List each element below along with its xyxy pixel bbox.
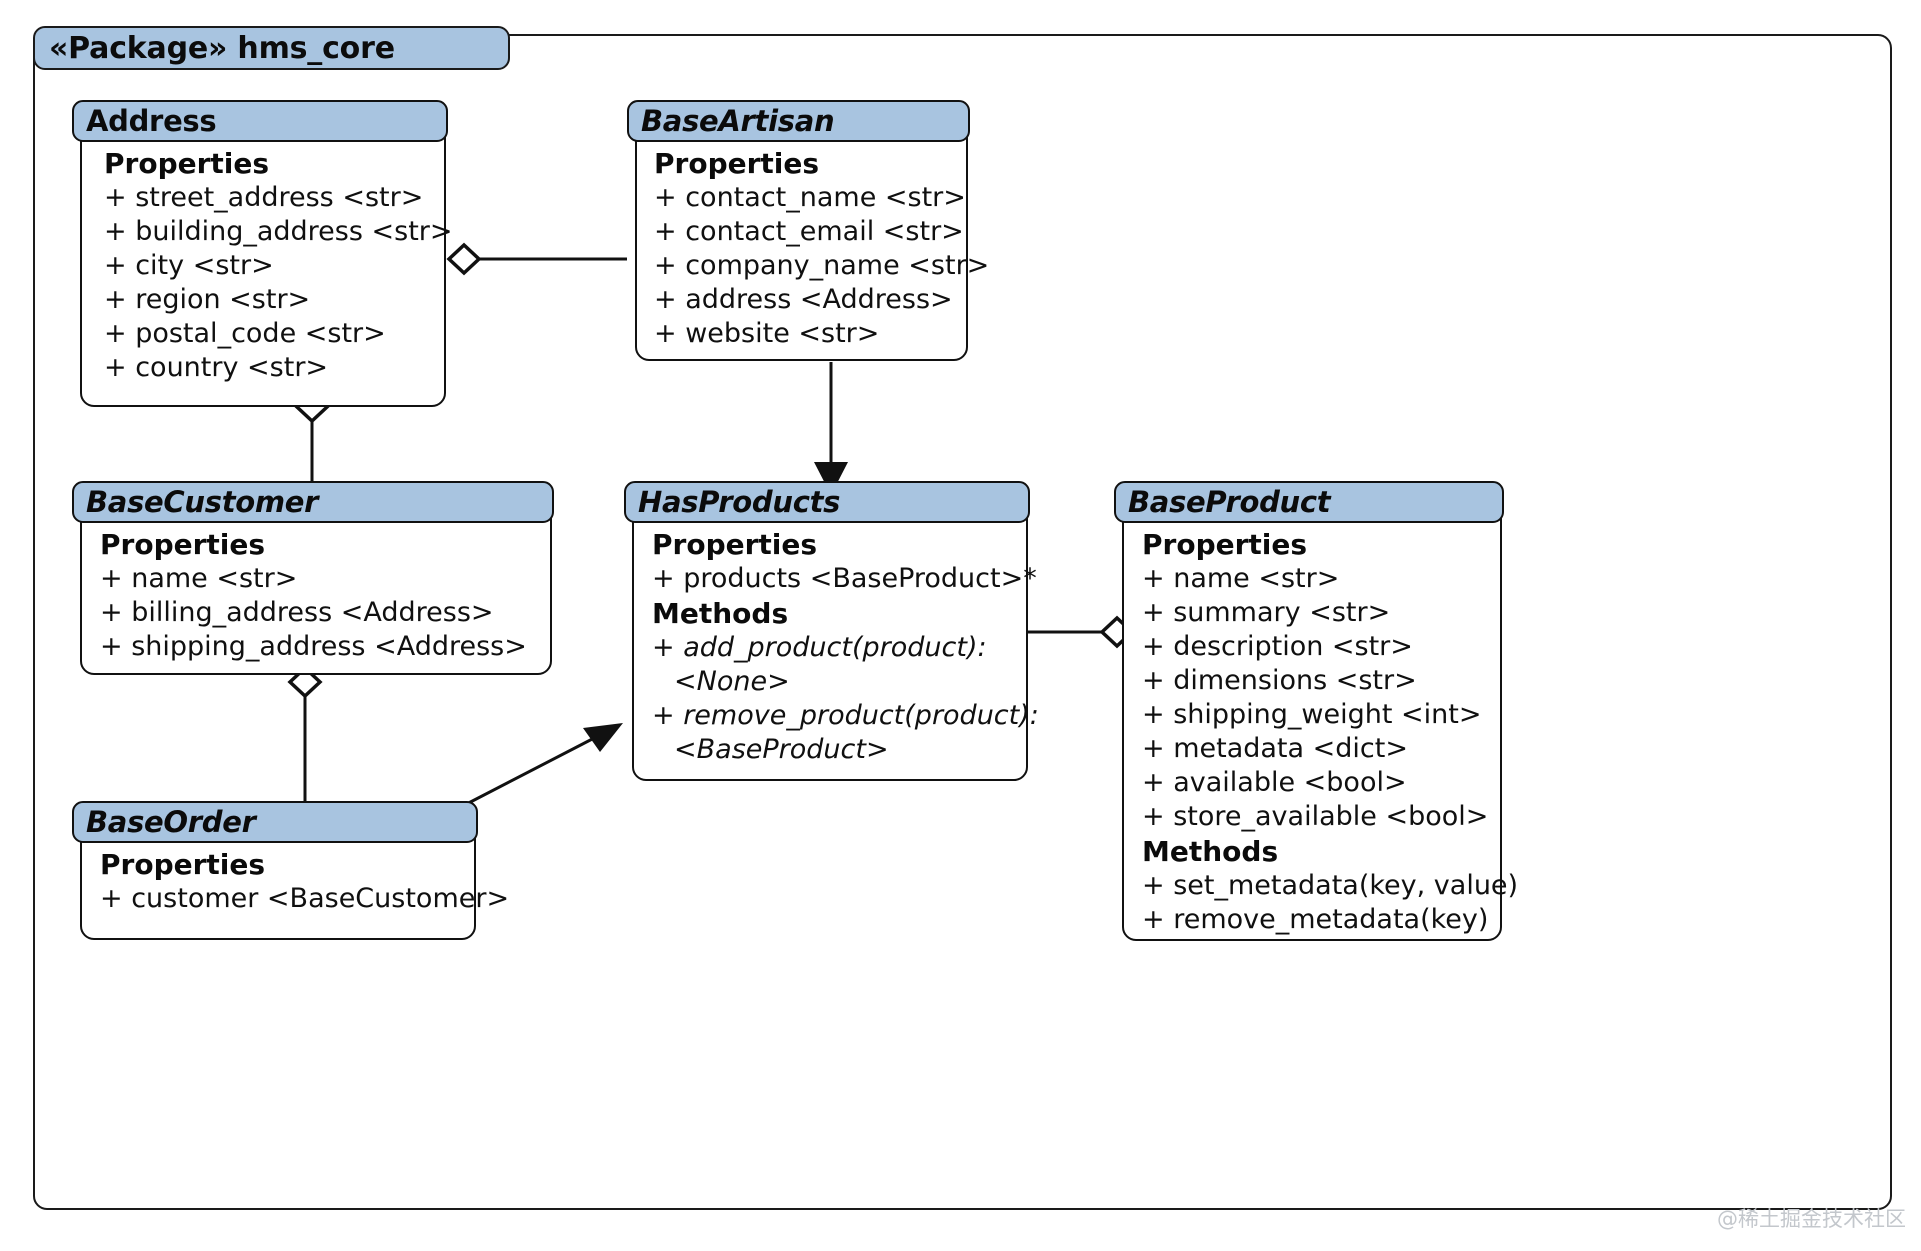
member-item: + city <str> bbox=[104, 250, 274, 281]
member-item: + remove_metadata(key) bbox=[1142, 904, 1489, 935]
class-baseartisan-content: Properties + contact_name <str> + contac… bbox=[654, 146, 990, 351]
arrowhead-hasproducts-from-order bbox=[583, 723, 623, 752]
member-item: + store_available <bool> bbox=[1142, 801, 1489, 832]
class-baseorder-name: BaseOrder bbox=[86, 805, 256, 839]
class-baseproduct-box bbox=[1122, 500, 1502, 941]
class-baseartisan-header: BaseArtisan bbox=[627, 100, 970, 142]
aggregation-diamond-customer-order bbox=[287, 665, 323, 699]
class-hasproducts-header: HasProducts bbox=[624, 481, 1030, 523]
package-tab: «Package» hms_core bbox=[33, 26, 510, 70]
section-title-properties: Properties bbox=[654, 147, 820, 180]
member-item: + shipping_weight <int> bbox=[1142, 699, 1482, 730]
section-title-methods: Methods bbox=[1142, 835, 1279, 868]
member-item: + billing_address <Address> bbox=[100, 597, 494, 628]
class-hasproducts-box bbox=[632, 500, 1028, 781]
section-title-properties: Properties bbox=[1142, 528, 1308, 561]
class-hasproducts-content: Properties + products <BaseProduct>* Met… bbox=[652, 527, 1039, 767]
member-item: + address <Address> bbox=[654, 284, 953, 315]
section-title-properties: Properties bbox=[652, 528, 818, 561]
class-basecustomer-content: Properties + name <str> + billing_addres… bbox=[100, 527, 550, 664]
member-item: + company_name <str> bbox=[654, 250, 990, 281]
class-baseproduct-content: Properties + name <str> + summary <str> … bbox=[1142, 527, 1519, 937]
member-item: + name <str> bbox=[1142, 563, 1340, 594]
package-frame bbox=[33, 34, 1892, 1210]
class-hasproducts-name: HasProducts bbox=[638, 485, 841, 519]
class-baseartisan-name: BaseArtisan bbox=[641, 104, 835, 138]
member-item: + street_address <str> bbox=[104, 182, 424, 213]
class-address-name: Address bbox=[86, 104, 217, 138]
member-item: + metadata <dict> bbox=[1142, 733, 1408, 764]
member-item: + add_product(product): bbox=[652, 632, 987, 663]
class-address-header: Address bbox=[72, 100, 448, 142]
member-item: + customer <BaseCustomer> bbox=[100, 883, 510, 914]
section-title-methods: Methods bbox=[652, 597, 789, 630]
package-title: «Package» hms_core bbox=[49, 30, 395, 66]
class-address-content: Properties + street_address <str> + buil… bbox=[104, 146, 453, 385]
member-item: + contact_name <str> bbox=[654, 182, 966, 213]
member-item: + name <str> bbox=[100, 563, 298, 594]
class-baseartisan-box bbox=[635, 118, 968, 361]
watermark: @稀土掘金技术社区 bbox=[1717, 1207, 1906, 1231]
class-basecustomer-header: BaseCustomer bbox=[72, 481, 554, 523]
member-item: + set_metadata(key, value) bbox=[1142, 870, 1519, 901]
member-item: + remove_product(product): bbox=[652, 700, 1039, 731]
member-item: + region <str> bbox=[104, 284, 311, 315]
member-item: + contact_email <str> bbox=[654, 216, 964, 247]
member-item: + description <str> bbox=[1142, 631, 1413, 662]
member-item: + shipping_address <Address> bbox=[100, 631, 527, 662]
member-item: + summary <str> bbox=[1142, 597, 1391, 628]
member-item: + country <str> bbox=[104, 352, 329, 383]
member-item: + building_address <str> bbox=[104, 216, 453, 247]
member-item: + website <str> bbox=[654, 318, 880, 349]
section-title-properties: Properties bbox=[100, 528, 266, 561]
connector-baseorder-hasproducts bbox=[454, 733, 601, 812]
member-item: + products <BaseProduct>* bbox=[652, 563, 1037, 594]
member-item: <BaseProduct> bbox=[674, 734, 889, 765]
arrowhead-hasproducts-from-artisan bbox=[814, 462, 848, 495]
section-title-properties: Properties bbox=[100, 848, 266, 881]
class-basecustomer-name: BaseCustomer bbox=[86, 485, 319, 519]
member-item: + dimensions <str> bbox=[1142, 665, 1417, 696]
member-item: <None> bbox=[674, 666, 790, 697]
section-title-properties: Properties bbox=[104, 147, 270, 180]
aggregation-diamond-baseartisan bbox=[446, 242, 482, 276]
member-item: + postal_code <str> bbox=[104, 318, 386, 349]
class-baseproduct-name: BaseProduct bbox=[1128, 485, 1331, 519]
class-basecustomer-box bbox=[80, 500, 552, 675]
member-item: + available <bool> bbox=[1142, 767, 1407, 798]
class-baseorder-header: BaseOrder bbox=[72, 801, 478, 843]
class-baseorder-content: Properties + customer <BaseCustomer> bbox=[100, 847, 510, 916]
class-baseproduct-header: BaseProduct bbox=[1114, 481, 1504, 523]
